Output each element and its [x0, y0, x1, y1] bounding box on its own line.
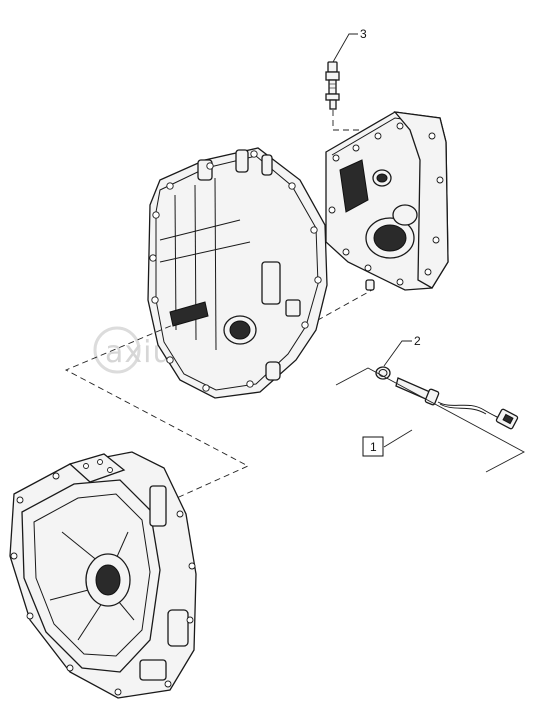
leader-line-1: [383, 429, 413, 448]
bell-housing: [9, 451, 197, 699]
callout-1-label: 1: [370, 440, 377, 454]
callout-2: 2: [414, 334, 421, 348]
speed-sensor: [395, 377, 519, 430]
leader-line-3: [332, 33, 358, 63]
callout-1-box: [362, 436, 384, 457]
callout-1: 1: [362, 436, 384, 457]
sensor-part-3: [325, 61, 340, 110]
callout-2-label: 2: [414, 334, 421, 348]
leader-line-2: [383, 340, 412, 367]
cover-plate: [325, 111, 449, 291]
bracket-part-1: [335, 367, 525, 473]
assembly-path-housing: [64, 321, 250, 511]
callout-3: 3: [360, 27, 367, 41]
plug: [365, 279, 375, 291]
callout-3-label: 3: [360, 27, 367, 41]
assembly-path-sensor: [332, 110, 362, 131]
transmission-housing: [147, 147, 328, 399]
seal-ring-part-2: [375, 366, 391, 380]
